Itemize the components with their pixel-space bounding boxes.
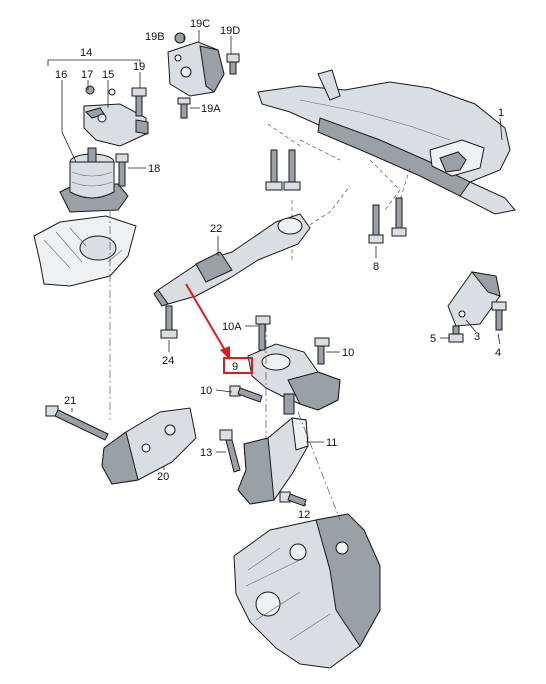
bolt-10-left [229, 385, 263, 403]
label-10a: 10A [222, 321, 242, 333]
label-19c: 19C [190, 18, 210, 30]
label-10-right: 10 [342, 347, 354, 359]
bolt-10a [255, 315, 271, 351]
label-20: 20 [157, 471, 169, 483]
label-22: 22 [210, 223, 222, 235]
gearbox-housing [233, 513, 381, 669]
bolt-18 [115, 153, 129, 187]
bolt-13 [219, 429, 241, 473]
bolt-10-right [314, 337, 330, 365]
label-17: 17 [81, 69, 93, 81]
bolt-19d [226, 53, 240, 75]
hydro-mount [59, 147, 129, 213]
label-14: 14 [80, 47, 92, 59]
label-1: 1 [498, 107, 504, 119]
bolt-5 [448, 325, 464, 343]
bolt-pair-right [368, 197, 407, 244]
bracket-11 [237, 417, 309, 505]
nut-19b [174, 32, 186, 44]
bracket-3 [447, 271, 501, 327]
bracket-20 [101, 407, 197, 485]
label-4: 4 [495, 347, 501, 359]
label-19: 19 [133, 61, 145, 73]
highlight-box-9 [223, 357, 253, 374]
label-10-left: 10 [200, 385, 212, 397]
label-8: 8 [373, 261, 379, 273]
label-5: 5 [430, 333, 436, 345]
label-21: 21 [64, 395, 76, 407]
bolt-4 [491, 301, 507, 331]
bolt-24 [160, 305, 178, 339]
bolt-19 [131, 87, 147, 117]
label-16: 16 [55, 69, 67, 81]
bolt-21 [45, 405, 109, 441]
label-11: 11 [326, 437, 337, 449]
label-18: 18 [148, 163, 160, 175]
label-24: 24 [162, 355, 174, 367]
bolt-12 [279, 491, 307, 507]
gearbox-mount [247, 343, 341, 415]
leader-14-bracket [47, 59, 141, 66]
label-19b: 19B [145, 31, 165, 43]
heat-shield [33, 215, 137, 287]
bracket-19c [167, 41, 225, 97]
label-13: 13 [200, 447, 212, 459]
highlight-arrow [185, 283, 230, 360]
label-15: 15 [102, 69, 114, 81]
subframe-part [257, 69, 516, 215]
bolt-19a [177, 97, 191, 119]
label-12: 12 [298, 509, 310, 521]
label-19d: 19D [220, 25, 240, 37]
label-3: 3 [474, 331, 480, 343]
label-9: 9 [232, 361, 238, 373]
pendulum-support [153, 213, 311, 307]
label-19a: 19A [201, 103, 221, 115]
bolt-pair-left [265, 149, 301, 191]
